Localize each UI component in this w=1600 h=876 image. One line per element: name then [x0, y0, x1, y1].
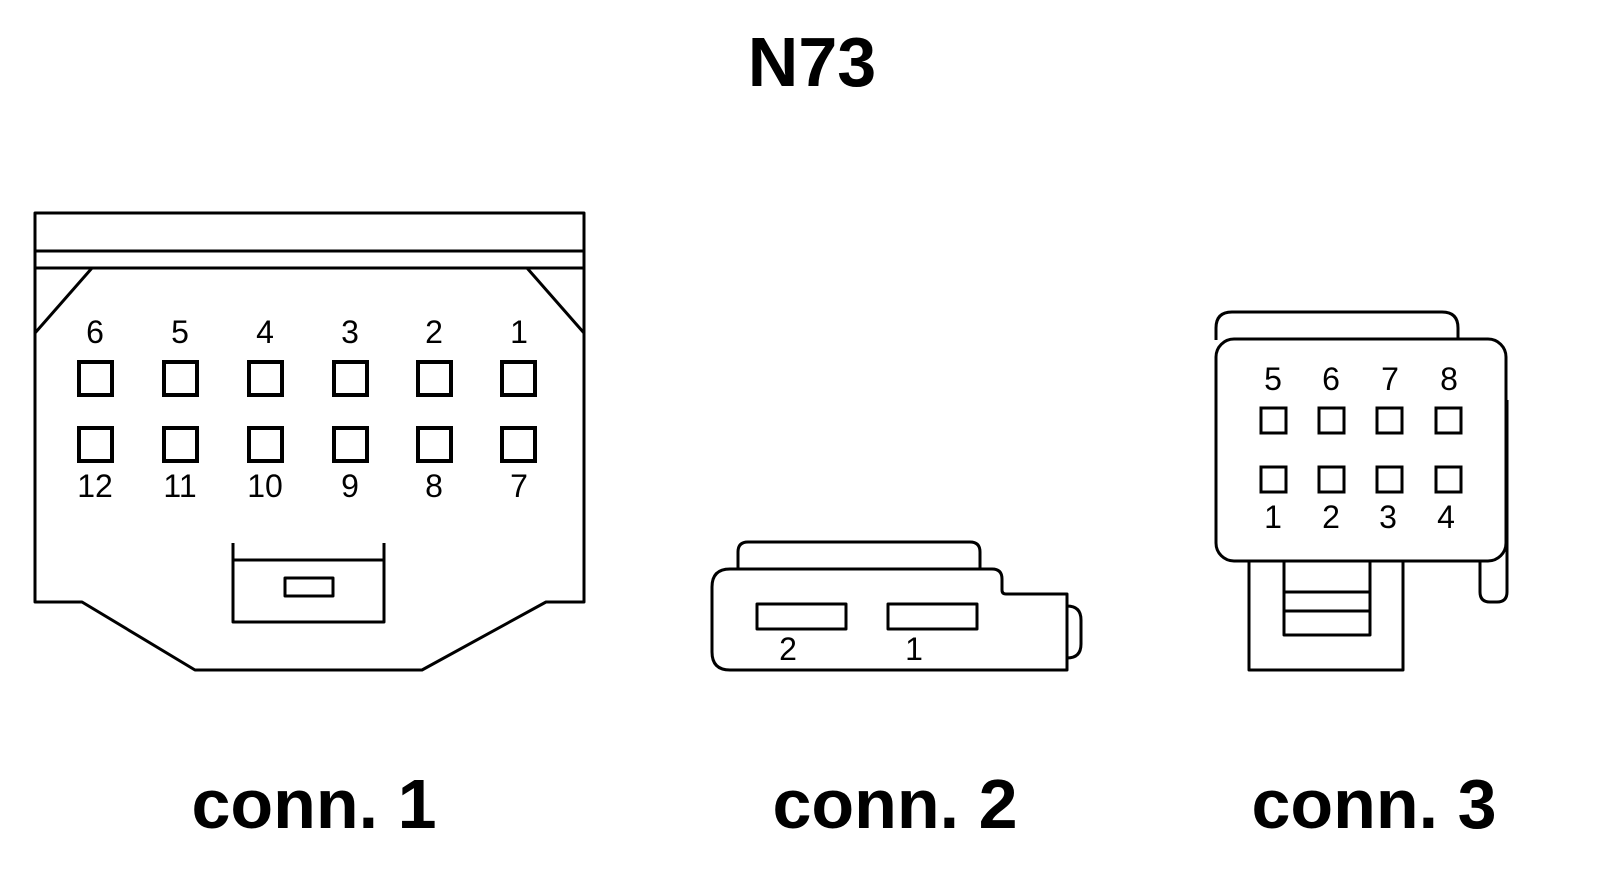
conn1-pin-label-10: 10	[247, 468, 283, 504]
conn1-pin-5	[162, 360, 199, 397]
conn1-pin-11	[162, 426, 199, 463]
conn1-pin-4	[247, 360, 284, 397]
conn3-pin-label-2: 2	[1322, 499, 1340, 535]
conn2-pin-2	[755, 602, 848, 631]
conn1-pin-label-4: 4	[256, 314, 274, 350]
conn3-pin-label-6: 6	[1322, 361, 1340, 397]
connector-1: 6 5 4 3 2 1 12 11 10 9 8 7	[33, 211, 586, 672]
conn1-pin-label-3: 3	[341, 314, 359, 350]
conn3-pin-label-8: 8	[1440, 361, 1458, 397]
conn1-pin-2	[416, 360, 453, 397]
connector-1-housing	[33, 211, 586, 672]
connector-2: 2 1	[710, 540, 1083, 672]
conn3-pin-8	[1434, 406, 1463, 435]
connector-1-label: conn. 1	[191, 765, 436, 843]
connector-1-latch	[231, 543, 386, 624]
conn1-pin-label-1: 1	[510, 314, 528, 350]
connector-3: 5 6 7 8 1 2 3 4	[1214, 310, 1509, 672]
conn1-pin-7	[500, 426, 537, 463]
connector-3-housing	[1214, 337, 1508, 563]
conn1-pin-8	[416, 426, 453, 463]
conn3-pin-6	[1317, 406, 1346, 435]
connector-3-latch	[1247, 561, 1405, 672]
conn3-pin-3	[1375, 465, 1404, 494]
conn3-pin-2	[1317, 465, 1346, 494]
conn1-pin-label-7: 7	[510, 468, 528, 504]
connector-2-side-tab	[1066, 604, 1083, 660]
conn1-pin-label-12: 12	[77, 468, 113, 504]
conn3-pin-label-1: 1	[1264, 499, 1282, 535]
conn1-pin-label-9: 9	[341, 468, 359, 504]
conn3-pin-label-5: 5	[1264, 361, 1282, 397]
connector-3-label: conn. 3	[1251, 765, 1496, 843]
connector-3-side-clip	[1478, 400, 1509, 604]
conn3-pin-4	[1434, 465, 1463, 494]
conn1-pin-10	[247, 426, 284, 463]
conn1-pin-3	[332, 360, 369, 397]
connector-2-housing	[710, 567, 1069, 672]
conn2-pin-1	[886, 602, 979, 631]
conn2-pin-label-2: 2	[779, 631, 797, 667]
conn1-pin-label-6: 6	[86, 314, 104, 350]
diagram-title: N73	[748, 23, 876, 101]
conn3-pin-1	[1259, 465, 1288, 494]
conn1-pin-1	[500, 360, 537, 397]
conn1-pin-label-11: 11	[163, 468, 196, 504]
conn1-pin-label-2: 2	[425, 314, 443, 350]
conn2-pin-label-1: 1	[905, 631, 923, 667]
connector-2-label: conn. 2	[772, 765, 1017, 843]
conn1-pin-6	[77, 360, 114, 397]
conn1-pin-9	[332, 426, 369, 463]
conn1-pin-12	[77, 426, 114, 463]
conn3-pin-label-3: 3	[1379, 499, 1397, 535]
connector-2-top-rib	[736, 540, 982, 569]
conn1-pin-label-8: 8	[425, 468, 443, 504]
conn1-pin-label-5: 5	[171, 314, 189, 350]
conn3-pin-label-7: 7	[1381, 361, 1399, 397]
conn3-pin-label-4: 4	[1437, 499, 1455, 535]
connector-3-back-shell	[1214, 310, 1460, 340]
conn3-pin-5	[1259, 406, 1288, 435]
conn3-pin-7	[1375, 406, 1404, 435]
